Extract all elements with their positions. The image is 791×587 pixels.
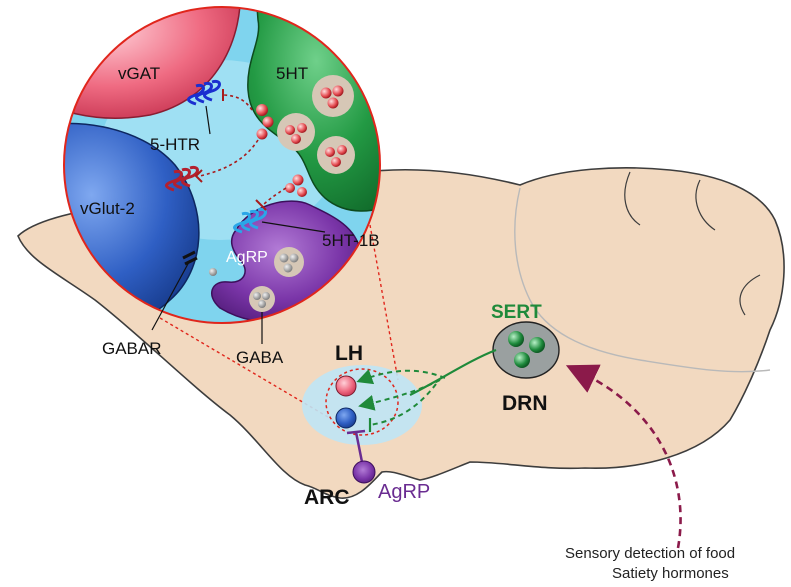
5htr-receptor-vgat (187, 79, 221, 106)
vesicle-pocket (277, 113, 315, 151)
serotonin-cell (508, 331, 524, 347)
5htr-pointer (205, 105, 211, 135)
label-agrp-inset: AgRP (226, 249, 268, 266)
cerebellum-fold-3 (695, 179, 716, 231)
agrp-axon (354, 431, 364, 463)
vesicle-pocket (317, 136, 355, 174)
cerebellum-fold (514, 187, 771, 373)
inset-border (63, 6, 381, 324)
lh-vgat-neuron (335, 375, 357, 397)
serotonin-projection-main (409, 348, 497, 396)
zoom-line-left (159, 317, 351, 431)
serotonin-cell (529, 337, 545, 353)
gabar-receptor (182, 250, 198, 266)
label-5ht: 5HT (276, 64, 308, 83)
label-5htr: 5-HTR (150, 135, 200, 154)
serotonin-projection-to-vglut (358, 379, 441, 411)
serotonin-to-agrp-inhibit (261, 187, 287, 207)
note-satiety-hormones: Satiety hormones (612, 565, 729, 582)
label-gaba: GABA (236, 348, 284, 367)
vglut-inhibit-tip (194, 169, 203, 183)
arc-agrp-neuron (352, 460, 376, 484)
serotonin-to-vgat-inhibit (223, 94, 253, 111)
label-agrp: AgRP (378, 481, 430, 503)
zoom-line-right (369, 224, 399, 381)
note-sensory-detection: Sensory detection of food (565, 545, 735, 562)
cerebellum-fold-4 (739, 274, 761, 316)
gaba-vesicle-pocket (249, 286, 275, 312)
label-arc: ARC (304, 486, 350, 509)
serotonin-projection-inhibit (369, 383, 437, 426)
sensory-input-arrow (565, 364, 682, 549)
label-lh: LH (335, 342, 363, 365)
gaba-vesicle-pocket (274, 247, 304, 277)
label-sert: SERT (491, 302, 542, 323)
gabar-pointer (151, 261, 190, 331)
label-vglut2: vGlut-2 (80, 199, 135, 218)
lh-vglut-neuron (335, 407, 357, 429)
serotonin-to-vglut-inhibit (199, 139, 259, 177)
lh-zoom-outline (325, 368, 399, 436)
5ht1b-pointer (261, 221, 326, 233)
label-vgat: vGAT (118, 64, 160, 83)
serotonin-projection-to-vgat (356, 369, 446, 385)
label-drn: DRN (502, 392, 548, 415)
cerebellum-fold-2 (624, 171, 641, 226)
5htr-receptor-vglut (165, 165, 199, 192)
5ht1b-receptor (233, 207, 267, 234)
agrp-inhibit-bar-inset (255, 199, 267, 211)
vesicle-pocket (312, 75, 354, 117)
agrp-inhibit-bar (346, 429, 366, 435)
serotonin-cell (514, 352, 530, 368)
lh-region (302, 365, 422, 445)
label-5ht1b: 5HT-1B (322, 231, 380, 250)
drn-region (492, 321, 560, 379)
label-gabar: GABAR (102, 339, 162, 358)
